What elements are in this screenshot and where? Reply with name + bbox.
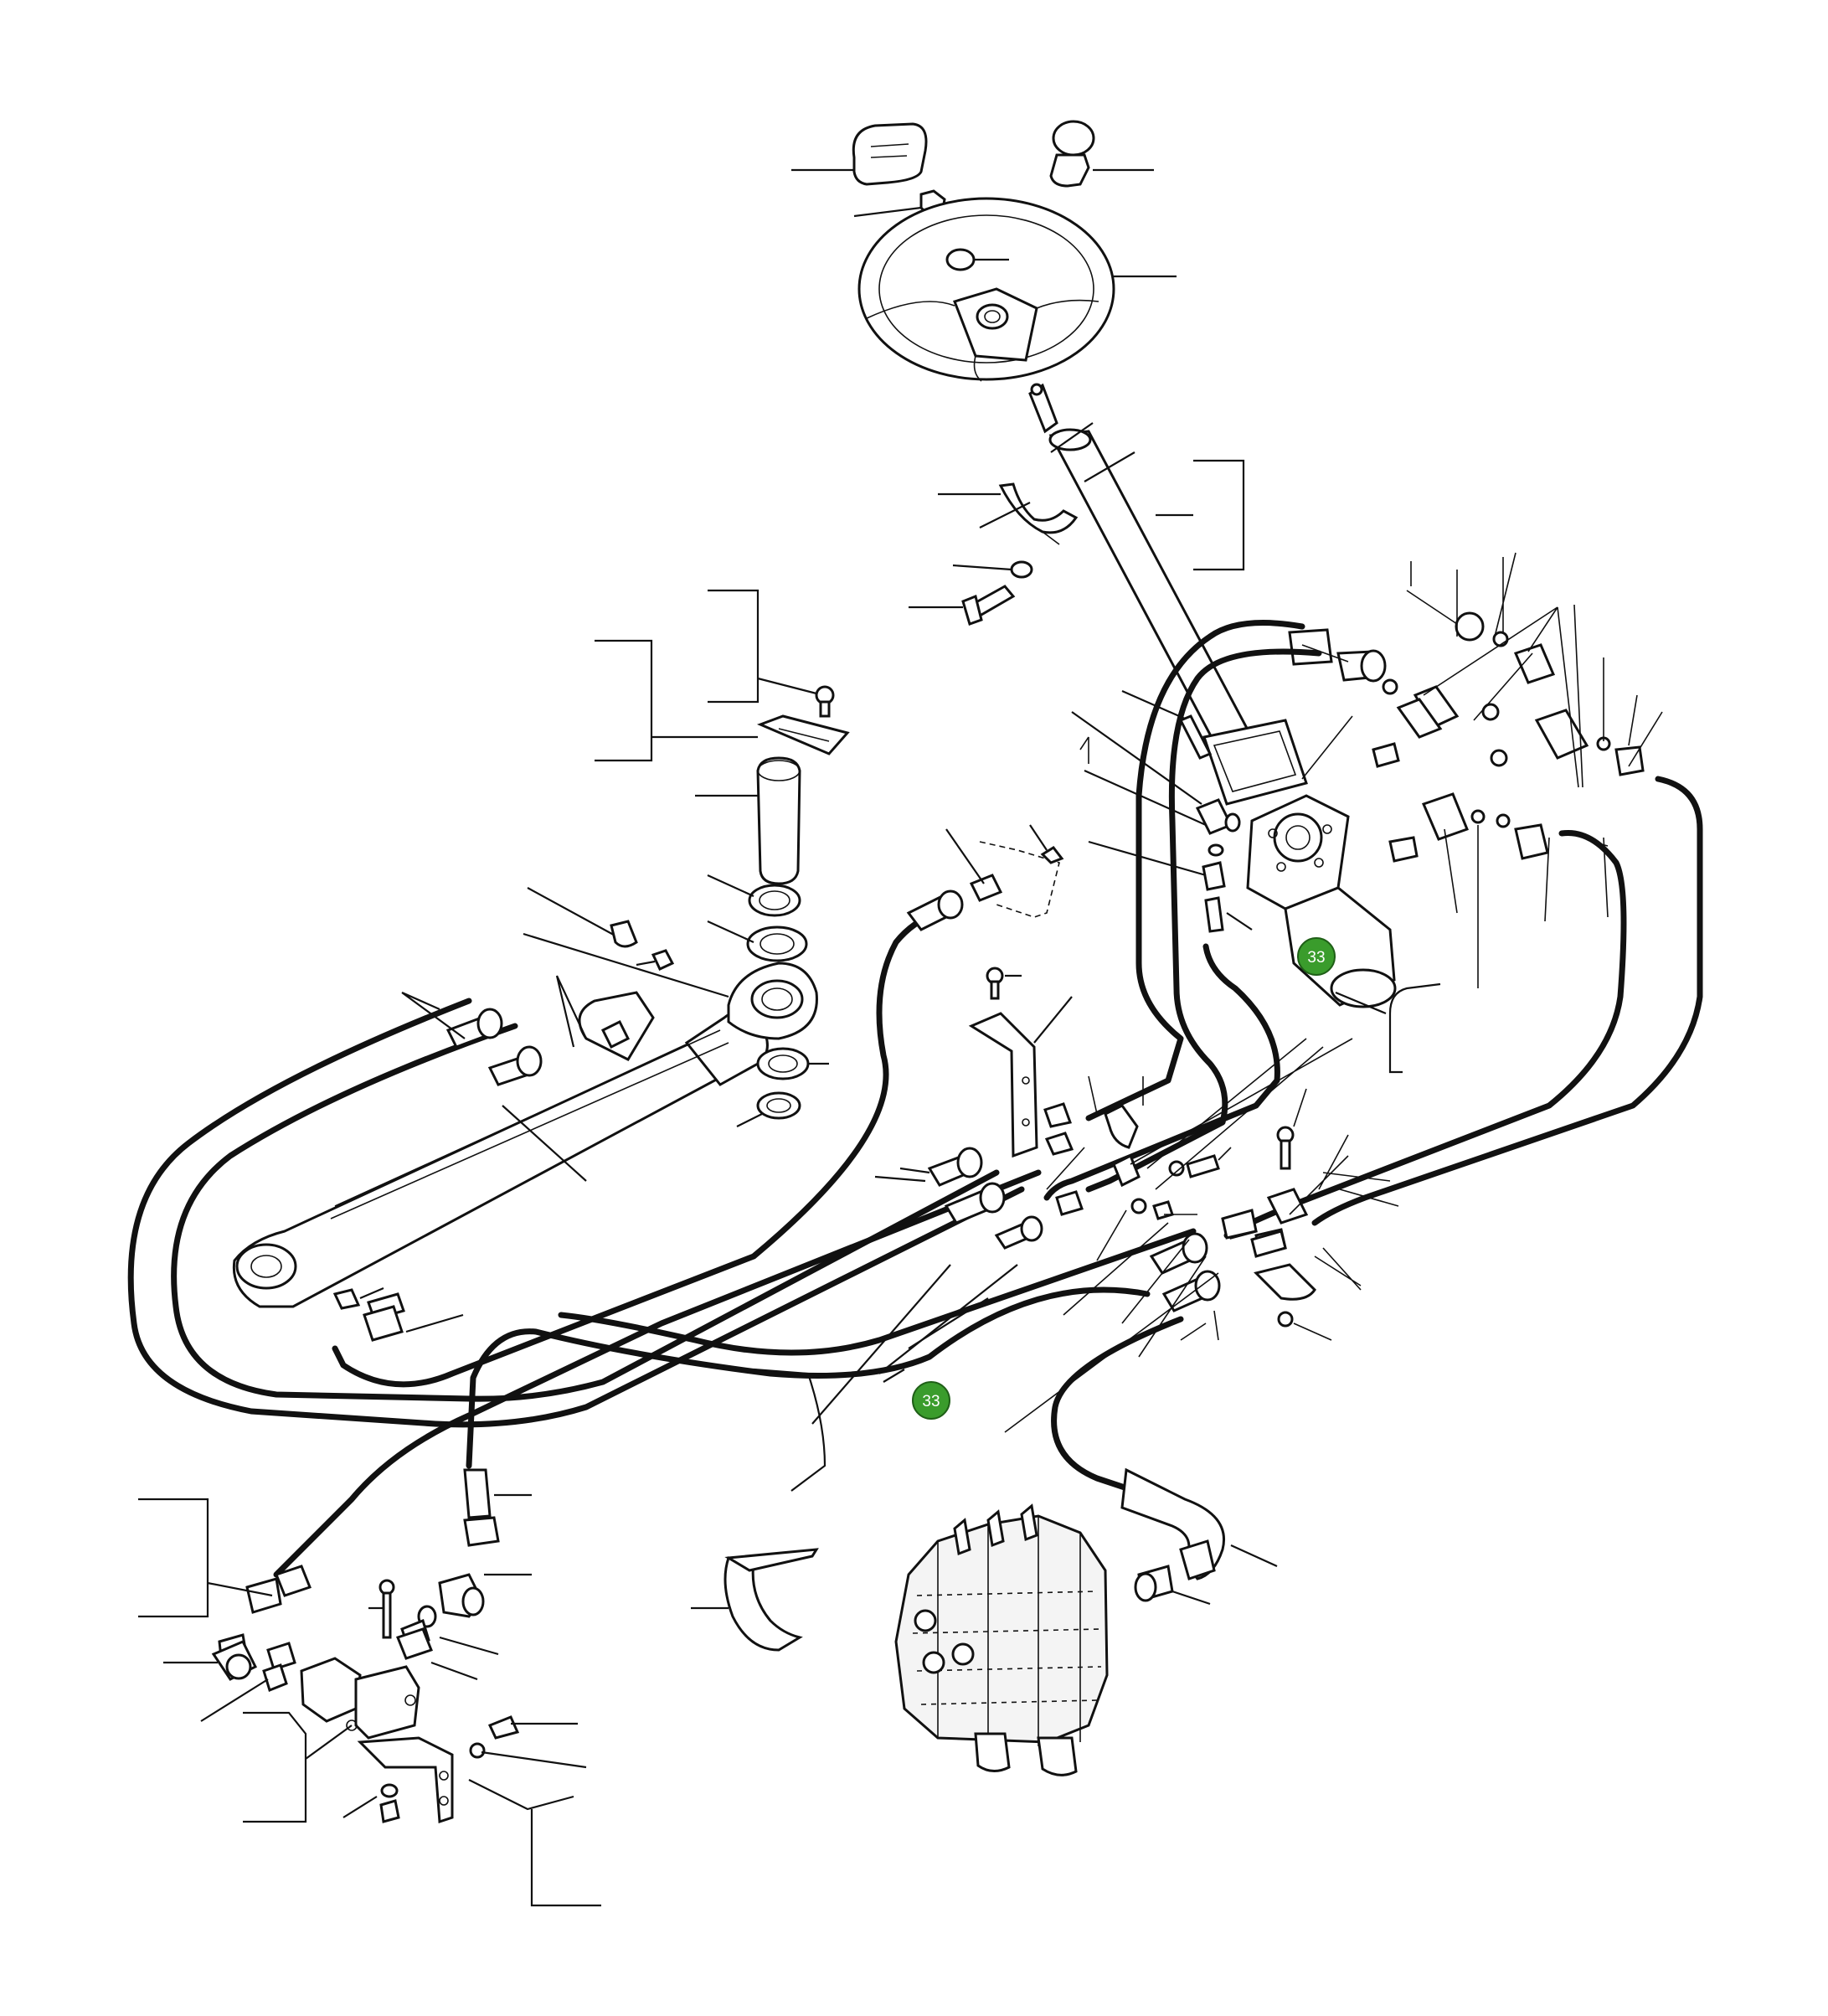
leader-lower-nut bbox=[342, 1796, 378, 1818]
leader-bracket bbox=[1033, 996, 1073, 1044]
valve-block-clip bbox=[979, 841, 1064, 918]
bracket-steering-column bbox=[1156, 459, 1245, 571]
mounting-bracket-lower bbox=[357, 1736, 454, 1824]
leader-cyl-hoses bbox=[401, 975, 587, 1048]
callout-label: 33 bbox=[1307, 949, 1325, 967]
leaders-cluster bbox=[1301, 552, 1663, 988]
leader-center-4 bbox=[883, 1369, 905, 1383]
bracket-lower-left-hose bbox=[138, 1498, 273, 1618]
leader-column-top bbox=[1050, 422, 1094, 453]
leader-bushing-1 bbox=[707, 874, 754, 898]
leader-cylinder bbox=[502, 1105, 587, 1182]
bushings bbox=[746, 884, 810, 1120]
leader-center-1 bbox=[811, 1264, 951, 1425]
lower-left-elbow bbox=[211, 1640, 288, 1692]
leader-cyl-fitting-1 bbox=[359, 1286, 384, 1300]
leader-clamp-bolt bbox=[979, 502, 1031, 528]
bracket-center-hoses bbox=[753, 1368, 826, 1492]
bracket-pin-group bbox=[595, 639, 758, 762]
control-valve bbox=[894, 1503, 1109, 1776]
leader-center-3 bbox=[908, 1297, 989, 1349]
lower-bolt-washer bbox=[379, 1715, 520, 1823]
cylinder-rod-eye bbox=[727, 962, 818, 1040]
callout-label: 33 bbox=[922, 1393, 940, 1410]
steering-cylinder bbox=[232, 991, 769, 1308]
leader-bushing-4 bbox=[736, 1113, 763, 1127]
fitting-near-tee bbox=[396, 1627, 433, 1660]
leader-center-5 bbox=[899, 1167, 930, 1174]
horn-pad-cap bbox=[852, 122, 928, 186]
leader-vert-marks bbox=[1079, 736, 1089, 764]
hose-clamp-band bbox=[723, 1548, 819, 1652]
leader-clip bbox=[1029, 824, 1048, 851]
hose-fittings bbox=[218, 874, 1287, 1671]
pin-bolt bbox=[815, 685, 835, 718]
plug-su bbox=[1202, 861, 1226, 891]
bracket-bolt-top bbox=[986, 967, 1004, 1000]
leader-rod-eye-2 bbox=[523, 932, 729, 998]
cylinder-end-fittings bbox=[332, 1288, 404, 1342]
leader-center-6 bbox=[874, 1175, 926, 1183]
leader-valve-adapter bbox=[1171, 1590, 1211, 1606]
steering-control-unit bbox=[1246, 794, 1397, 1008]
column-clamp bbox=[998, 482, 1079, 545]
leader-spacer bbox=[1226, 912, 1253, 931]
steering-wheel bbox=[857, 197, 1115, 382]
callout-steering-unit[interactable]: 33 bbox=[1297, 937, 1336, 976]
pin-lock-plate bbox=[756, 714, 850, 755]
leader-lower-left-adapter bbox=[200, 1678, 269, 1722]
leader-lower-washer bbox=[481, 1750, 587, 1769]
bracket-steering-unit bbox=[1335, 982, 1441, 1074]
leader-tee-2 bbox=[1084, 769, 1207, 827]
fitting-cluster-upper bbox=[1288, 611, 1645, 863]
leaders-right-clamp bbox=[1180, 1088, 1399, 1341]
pivot-pin bbox=[756, 756, 801, 885]
clamp-washer bbox=[1010, 560, 1033, 579]
leader-bushing-2 bbox=[707, 920, 754, 944]
bracket-mounting-lower bbox=[468, 1779, 601, 1907]
mid-clamp bbox=[1104, 1104, 1141, 1188]
hose-routing bbox=[127, 620, 1703, 1578]
leader-rod-eye bbox=[527, 887, 620, 939]
hose-bracket bbox=[968, 1012, 1038, 1158]
leader-clip-2 bbox=[945, 828, 985, 884]
leader-tee bbox=[1071, 711, 1202, 805]
callout-hose-bundle[interactable]: 33 bbox=[912, 1381, 950, 1420]
clamp-bolt bbox=[961, 585, 1016, 626]
leader-center-2 bbox=[878, 1264, 1018, 1374]
tee-bolt bbox=[378, 1579, 395, 1639]
leader-wheel-nut bbox=[853, 206, 922, 218]
leader-fitting-tee-2 bbox=[430, 1661, 478, 1681]
leader-column-upper bbox=[1084, 451, 1135, 482]
steering-unit-tee bbox=[1195, 798, 1241, 835]
grease-nipple bbox=[610, 920, 675, 971]
leader-plug bbox=[1088, 840, 1207, 877]
leader-fitting-tee bbox=[439, 1636, 499, 1656]
tee-block bbox=[300, 1657, 420, 1740]
column-small-bolt bbox=[1178, 714, 1213, 760]
bracket-pin-bolt bbox=[708, 589, 817, 704]
bracket-tee-block bbox=[243, 1711, 353, 1823]
small-washer-su bbox=[1208, 843, 1224, 857]
spacer-pipe bbox=[1204, 896, 1224, 933]
steering-shaft-tip bbox=[1028, 383, 1058, 434]
leader-grease bbox=[636, 960, 656, 967]
mid-small-parts bbox=[1130, 1154, 1220, 1220]
leader-column-bolt bbox=[1121, 689, 1186, 720]
leader-clamp-washer bbox=[952, 564, 1012, 571]
leader-cyl-fitting-2 bbox=[405, 1313, 464, 1333]
leaders-mid bbox=[1004, 1038, 1353, 1433]
leader-valve-elbow bbox=[1230, 1544, 1278, 1568]
right-hose-clamp bbox=[1221, 1126, 1316, 1328]
steering-knob bbox=[1049, 120, 1095, 188]
